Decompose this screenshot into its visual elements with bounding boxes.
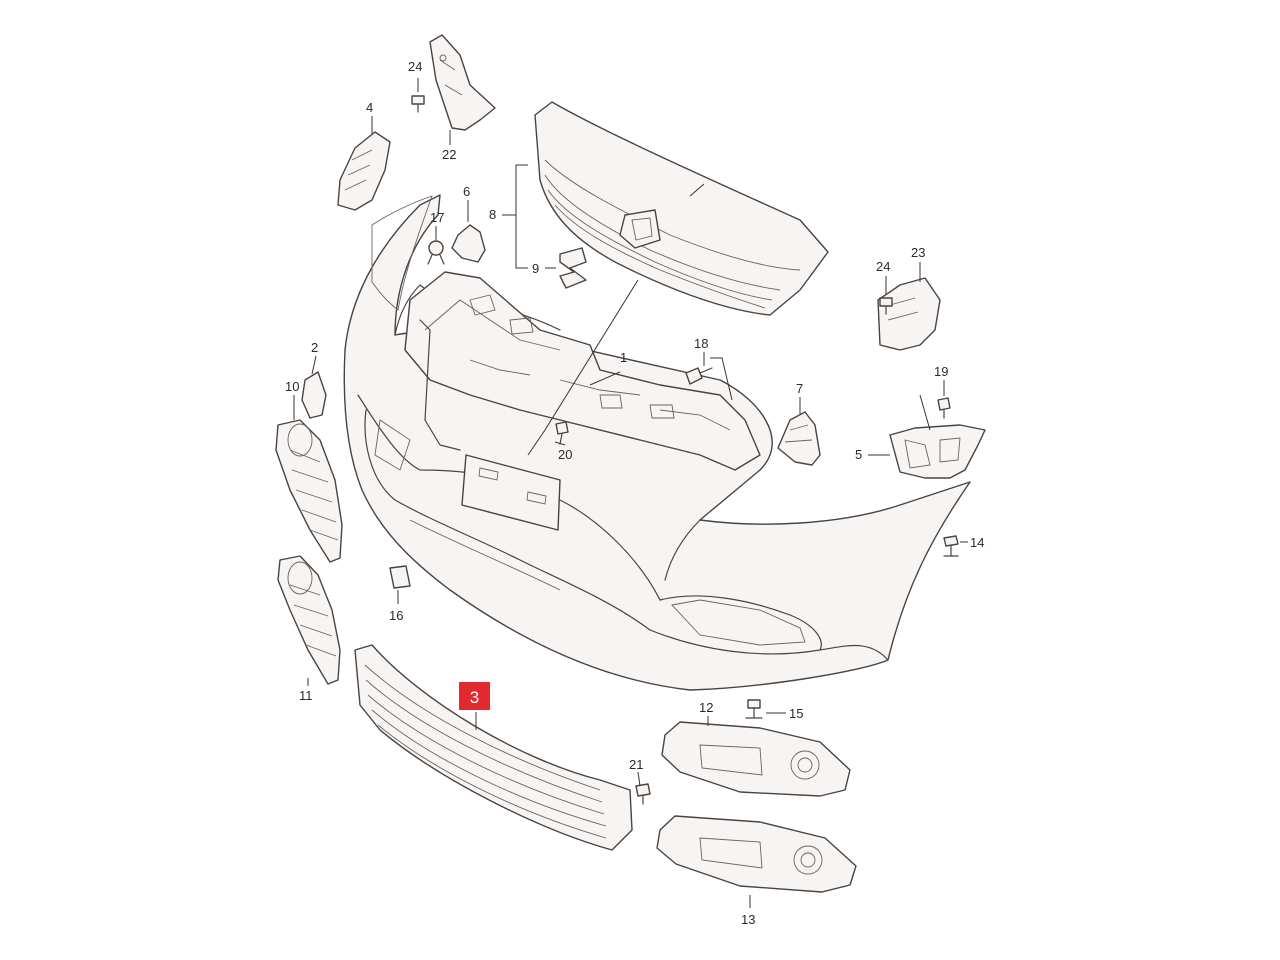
label-6: 6 bbox=[463, 184, 470, 199]
highlight-callout-3[interactable]: 3 bbox=[459, 682, 490, 710]
part-4-bracket bbox=[337, 131, 391, 211]
label-1: 1 bbox=[620, 350, 627, 365]
label-8: 8 bbox=[489, 207, 496, 222]
part-7-bracket bbox=[777, 411, 821, 466]
part-16-clip bbox=[389, 565, 411, 589]
part-5-bracket bbox=[889, 424, 986, 479]
label-5: 5 bbox=[855, 447, 862, 462]
part-24-screw-right bbox=[879, 297, 893, 315]
part-8-grille bbox=[534, 101, 829, 316]
part-9-emblem bbox=[559, 247, 587, 289]
label-18: 18 bbox=[694, 336, 708, 351]
part-2-cap bbox=[301, 371, 327, 419]
label-11: 11 bbox=[299, 688, 313, 703]
part-23-bracket bbox=[877, 277, 941, 351]
highlight-box bbox=[459, 682, 490, 710]
label-24-right: 24 bbox=[876, 259, 890, 274]
part-17-clip bbox=[427, 240, 445, 265]
part-10-bezel bbox=[275, 419, 343, 563]
label-24-left: 24 bbox=[408, 59, 422, 74]
label-4: 4 bbox=[366, 100, 373, 115]
label-12: 12 bbox=[699, 700, 713, 715]
label-20: 20 bbox=[558, 447, 572, 462]
label-13: 13 bbox=[741, 912, 755, 927]
label-7: 7 bbox=[796, 381, 803, 396]
label-19: 19 bbox=[934, 364, 948, 379]
part-11-bezel bbox=[277, 555, 341, 685]
label-16: 16 bbox=[389, 608, 403, 623]
label-23: 23 bbox=[911, 245, 925, 260]
label-22: 22 bbox=[442, 147, 456, 162]
part-18-screw bbox=[685, 367, 713, 385]
part-6-bracket bbox=[451, 224, 486, 263]
label-2: 2 bbox=[311, 340, 318, 355]
label-15: 15 bbox=[789, 706, 803, 721]
label-10: 10 bbox=[285, 379, 299, 394]
leader-lines bbox=[293, 78, 968, 908]
label-21: 21 bbox=[629, 757, 643, 772]
part-14-screw bbox=[943, 535, 959, 557]
part-20-screw bbox=[555, 421, 569, 445]
part-24-screw-left bbox=[411, 95, 425, 113]
part-22-bracket bbox=[429, 34, 496, 131]
part-13-bezel bbox=[656, 815, 857, 893]
part-3-lower-grille bbox=[354, 644, 633, 851]
part-1-bracket bbox=[404, 271, 761, 471]
label-9: 9 bbox=[532, 261, 539, 276]
part-15-screw bbox=[745, 699, 763, 719]
label-3: 3 bbox=[470, 688, 479, 707]
label-17: 17 bbox=[430, 210, 444, 225]
part-labels: 24 4 22 6 17 8 9 1 18 7 19 5 14 24 23 2 … bbox=[285, 59, 984, 927]
part-21-screw bbox=[635, 783, 651, 805]
label-14: 14 bbox=[970, 535, 984, 550]
part-19-screw bbox=[937, 397, 951, 419]
part-12-bezel bbox=[661, 721, 851, 797]
